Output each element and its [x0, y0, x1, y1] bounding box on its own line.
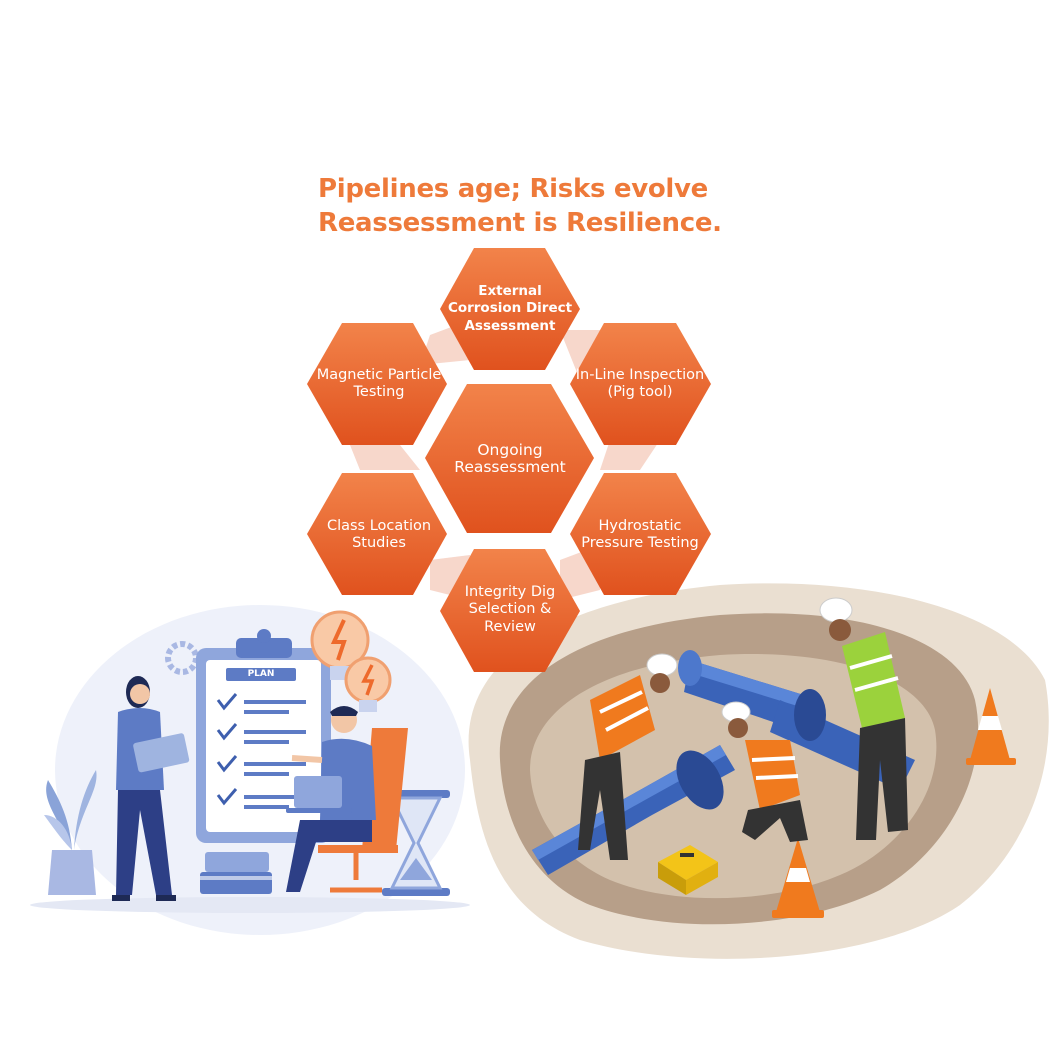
worker-figure [819, 597, 908, 840]
lightbulb-icon [310, 610, 392, 712]
hexagon-lower-right [570, 473, 711, 595]
planning-illustration [30, 605, 470, 935]
hexagon-lower-left [307, 473, 447, 595]
traffic-cone-icon [772, 688, 1016, 918]
hexagon-upper-right [570, 323, 711, 445]
headline: Pipelines age; Risks evolve Reassessment… [318, 172, 758, 240]
hexagon-top [440, 248, 580, 370]
books-icon [200, 852, 272, 894]
woman-figure [112, 676, 190, 901]
hexagons [307, 248, 711, 672]
hexagon-center [425, 384, 594, 533]
worker-figure [721, 701, 808, 842]
hexagon-upper-left [307, 323, 447, 445]
hexagon-bottom [440, 549, 580, 672]
headline-line-1: Pipelines age; Risks evolve [318, 174, 709, 204]
plant-icon [44, 770, 97, 895]
plan-board-label: PLAN [247, 669, 275, 679]
man-figure [286, 706, 408, 893]
worker-figure [578, 653, 678, 860]
toolbox-icon [658, 845, 718, 895]
headline-line-2: Reassessment is Resilience. [318, 208, 722, 238]
pipeline-excavation-illustration [468, 583, 1049, 959]
